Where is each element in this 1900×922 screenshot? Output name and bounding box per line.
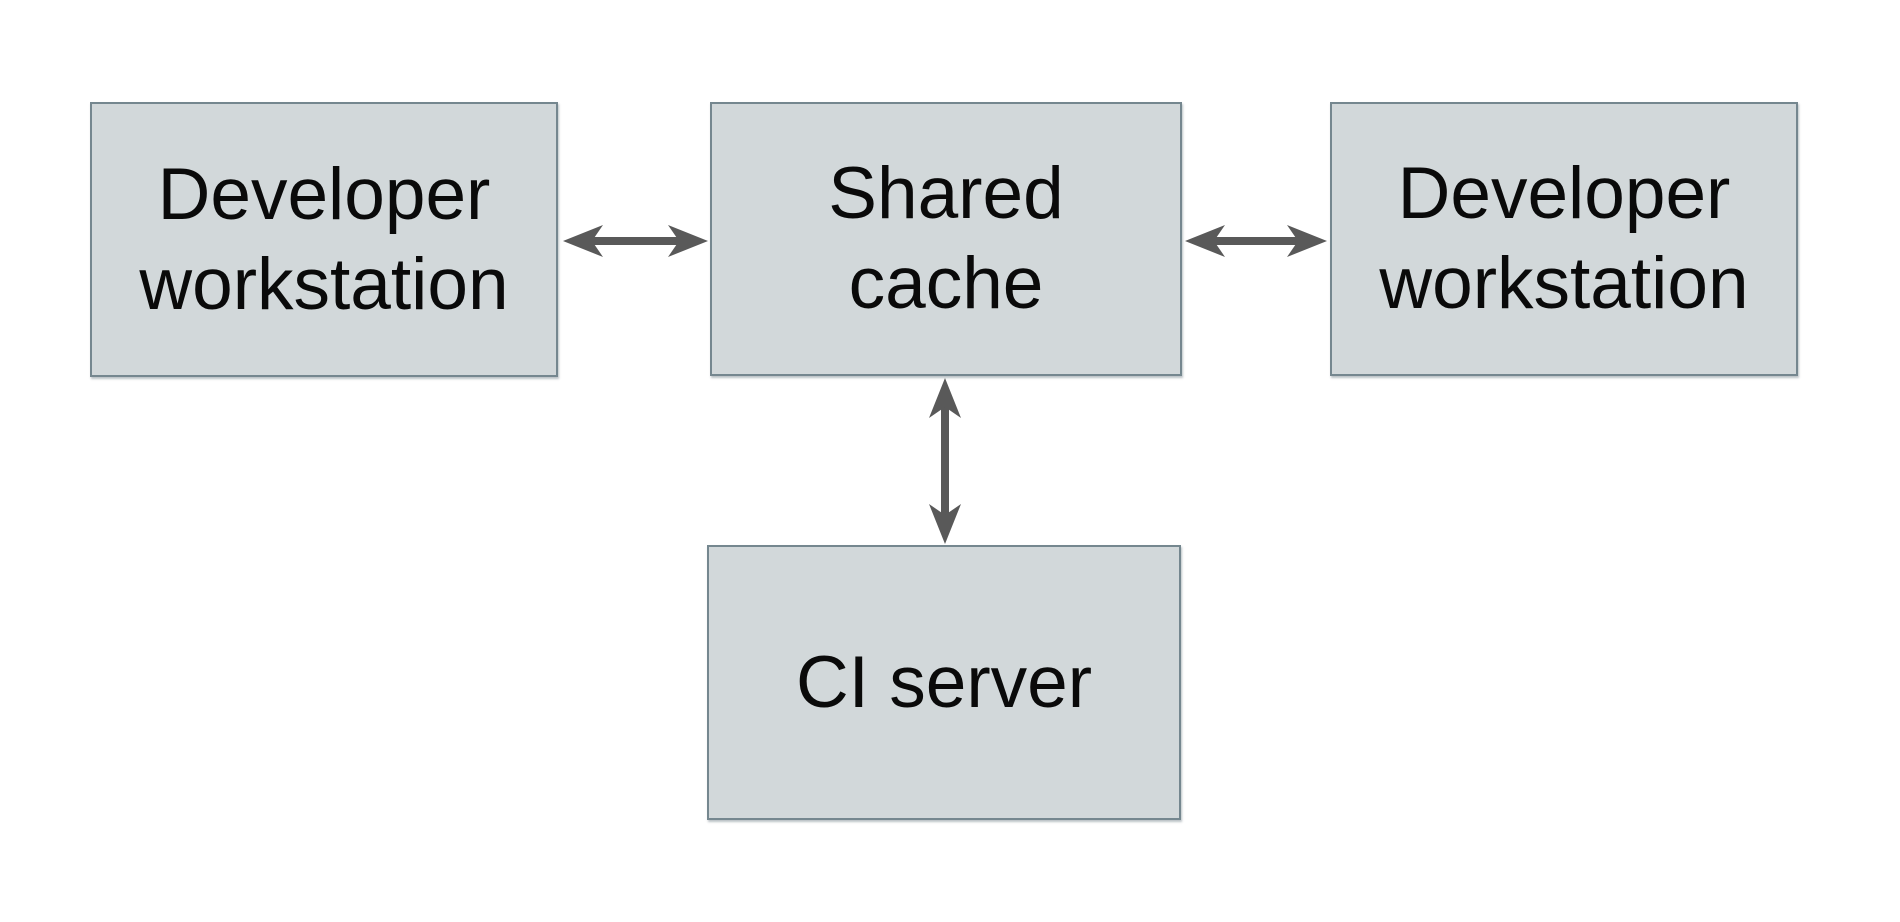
node-label-line: cache bbox=[848, 243, 1044, 324]
node-label-line: workstation bbox=[139, 243, 509, 325]
arrowhead-up-icon bbox=[929, 378, 961, 418]
node-ci-server: CI server bbox=[707, 545, 1181, 820]
node-label-line: Shared bbox=[828, 153, 1064, 234]
arrowhead-right-icon bbox=[668, 225, 708, 257]
node-label-line: CI server bbox=[795, 641, 1093, 723]
arrowhead-left-icon bbox=[563, 225, 603, 257]
node-label-line: Developer bbox=[1397, 153, 1731, 234]
node-label-line: Developer bbox=[157, 153, 491, 235]
edge-sharedcache-devright-bidirectional-arrow bbox=[1185, 225, 1327, 257]
node-label-line: workstation bbox=[1379, 243, 1749, 324]
arrowhead-left-icon bbox=[1185, 225, 1225, 257]
arrowhead-down-icon bbox=[929, 504, 961, 544]
node-shared-cache: Shared cache bbox=[710, 102, 1182, 376]
arrowhead-right-icon bbox=[1287, 225, 1327, 257]
node-developer-workstation-right: Developer workstation bbox=[1330, 102, 1798, 376]
edge-sharedcache-ciserver-bidirectional-arrow bbox=[929, 378, 961, 544]
edge-devleft-sharedcache-bidirectional-arrow bbox=[563, 225, 708, 257]
node-developer-workstation-left: Developer workstation bbox=[90, 102, 558, 377]
